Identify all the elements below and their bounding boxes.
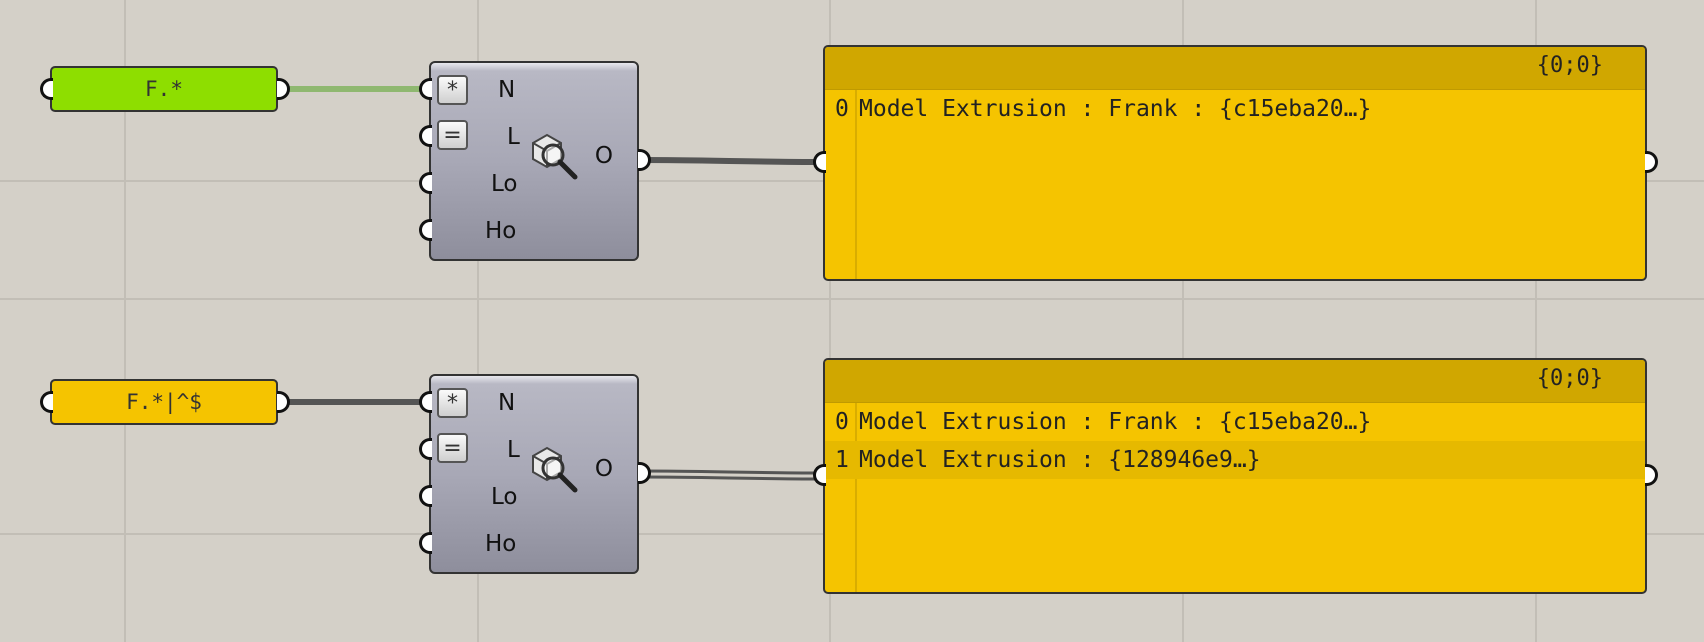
index-separator — [855, 47, 857, 279]
input-grip-ho[interactable] — [419, 219, 432, 241]
list-item-index: 0 — [835, 96, 849, 122]
wire-component-to-panel — [641, 469, 823, 475]
output-label-o: O — [594, 456, 613, 482]
input-label-l: L — [507, 124, 520, 150]
input-label-n: N — [498, 390, 516, 416]
input-grip[interactable] — [40, 78, 53, 100]
list-item-text: Model Extrusion : Frank : {c15eba20…} — [859, 96, 1372, 122]
panel-header: {0;0} — [825, 360, 1645, 403]
text-panel[interactable]: F.* — [50, 66, 278, 112]
input-grip[interactable] — [813, 151, 826, 173]
list-item: 1 Model Extrusion : {128946e9…} — [825, 441, 1645, 479]
output-grip[interactable] — [277, 391, 290, 413]
output-grip[interactable] — [1645, 464, 1658, 486]
input-label-lo: Lo — [491, 484, 518, 510]
input-label-l: L — [507, 437, 520, 463]
input-grip-lo[interactable] — [419, 485, 432, 507]
grid-line — [477, 0, 479, 642]
wire-component-to-panel — [641, 157, 823, 165]
input-grip-ho[interactable] — [419, 532, 432, 554]
model-object-search-component[interactable]: * = N L Lo Ho O — [429, 374, 639, 574]
result-panel[interactable]: {0;0} 0 Model Extrusion : Frank : {c15eb… — [823, 358, 1647, 594]
input-label-ho: Ho — [485, 531, 517, 557]
input-grip-l[interactable] — [419, 438, 432, 460]
text-panel-value: F.*|^$ — [126, 390, 202, 414]
text-panel[interactable]: F.*|^$ — [50, 379, 278, 425]
output-grip-o[interactable] — [638, 462, 651, 484]
wire-component-to-panel — [641, 475, 823, 481]
grid-line — [1182, 0, 1184, 642]
grid-line — [124, 0, 126, 642]
output-grip[interactable] — [1645, 151, 1658, 173]
list-item-text: Model Extrusion : {128946e9…} — [859, 447, 1261, 473]
grid-line — [829, 0, 831, 642]
list-item-text: Model Extrusion : Frank : {c15eba20…} — [859, 409, 1372, 435]
input-label-n: N — [498, 77, 516, 103]
search-model-object-icon — [532, 133, 578, 180]
search-model-object-icon — [532, 446, 578, 493]
input-grip[interactable] — [813, 464, 826, 486]
data-path: {0;0} — [1536, 366, 1603, 391]
regex-badge: * — [437, 75, 468, 105]
data-path: {0;0} — [1536, 53, 1603, 78]
grid-line — [1535, 0, 1537, 642]
list-item-index: 1 — [835, 447, 849, 473]
input-label-ho: Ho — [485, 218, 517, 244]
list-item: 0 Model Extrusion : Frank : {c15eba20…} — [825, 90, 1645, 128]
model-object-search-component[interactable]: * = N L Lo Ho O — [429, 61, 639, 261]
equals-badge: = — [437, 433, 468, 463]
input-label-lo: Lo — [491, 171, 518, 197]
input-grip[interactable] — [40, 391, 53, 413]
list-item-index: 0 — [835, 409, 849, 435]
equals-badge: = — [437, 120, 468, 150]
input-grip-l[interactable] — [419, 125, 432, 147]
list-item: 0 Model Extrusion : Frank : {c15eba20…} — [825, 403, 1645, 441]
input-grip-n[interactable] — [419, 391, 432, 413]
text-panel-value: F.* — [145, 77, 183, 101]
grid-line — [0, 298, 1704, 300]
output-grip-o[interactable] — [638, 149, 651, 171]
regex-badge: * — [437, 388, 468, 418]
output-grip[interactable] — [277, 78, 290, 100]
result-panel[interactable]: {0;0} 0 Model Extrusion : Frank : {c15eb… — [823, 45, 1647, 281]
output-label-o: O — [594, 143, 613, 169]
input-grip-n[interactable] — [419, 78, 432, 100]
input-grip-lo[interactable] — [419, 172, 432, 194]
panel-header: {0;0} — [825, 47, 1645, 90]
